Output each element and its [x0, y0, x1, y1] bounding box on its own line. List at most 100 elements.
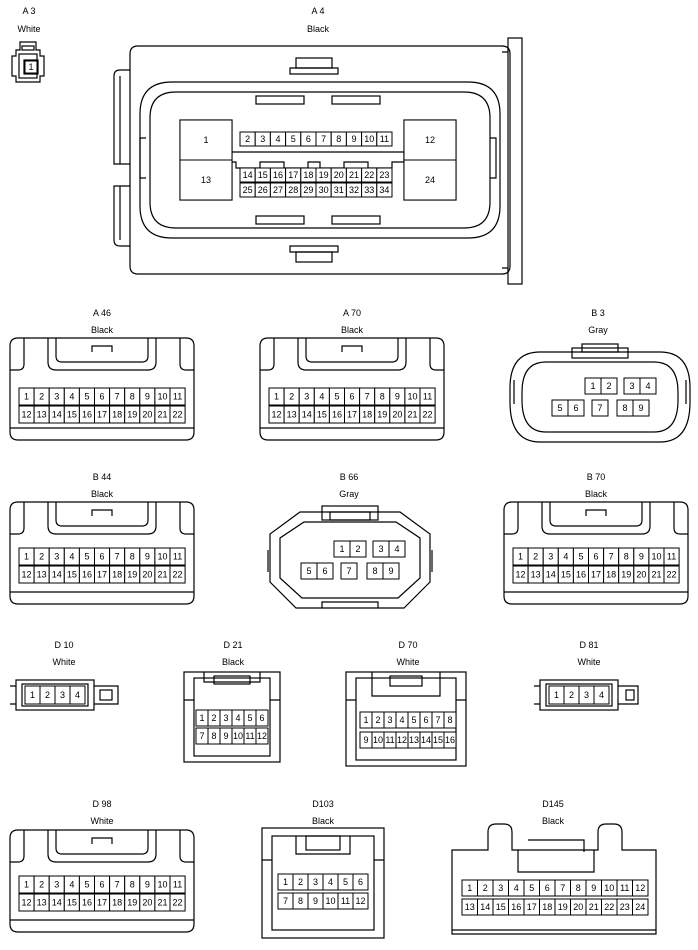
b70-pin-8-label: 8	[624, 552, 629, 562]
b66-pin-6-cell	[316, 562, 334, 580]
d70-pin-9-label: 9	[363, 735, 368, 745]
connector-a70-id: A 70	[342, 308, 362, 318]
b44-pin-15-label: 15	[67, 570, 77, 580]
d145-pin-17-label: 17	[527, 902, 537, 912]
d70-pin-11-label: 11	[385, 735, 394, 745]
d10-pin-4-label: 4	[75, 690, 80, 700]
d70-pin-1-label: 1	[363, 715, 368, 725]
b44-pin-1-label: 1	[24, 552, 29, 562]
d21-pin-12-cell	[255, 727, 269, 745]
d81-pin-4-label: 4	[599, 690, 604, 700]
connector-a46-color: Black	[90, 325, 113, 335]
b3-pin-8-label: 8	[622, 403, 627, 413]
d145-pin-11-label: 11	[620, 883, 629, 893]
b44-pin-10-label: 10	[157, 552, 167, 562]
a70-pin-13-label: 13	[287, 410, 297, 420]
a4-pin-13-label: 13	[201, 175, 211, 185]
a70-pin-2-label: 2	[289, 392, 294, 402]
d10-pin-2-label: 2	[45, 690, 50, 700]
d98-pin-10-label: 10	[157, 880, 167, 890]
connector-a4-id: A 4	[311, 6, 325, 16]
connector-d103-id: D103	[312, 799, 334, 809]
a4-pin-33-label: 33	[364, 185, 374, 195]
a70-pin-22-label: 22	[423, 410, 433, 420]
a46-pin-3-label: 3	[54, 392, 59, 402]
d145-pin-3-label: 3	[498, 883, 503, 893]
d98-pin-2-label: 2	[39, 880, 44, 890]
d81-pin-1-label: 1	[554, 690, 559, 700]
a4-pin-32-label: 32	[349, 185, 359, 195]
d145-pin-23-label: 23	[620, 902, 630, 912]
d70-pin-10-label: 10	[373, 735, 383, 745]
a46-pin-7-label: 7	[115, 392, 120, 402]
a46-pin-6-label: 6	[100, 392, 105, 402]
a46-pin-20-label: 20	[142, 410, 152, 420]
connector-d10-body	[10, 679, 119, 711]
d98-pin-19-label: 19	[127, 898, 137, 908]
a46-pin-4-label: 4	[69, 392, 74, 402]
b70-pin-18-label: 18	[606, 570, 616, 580]
a4-pin-15-label: 15	[258, 170, 268, 180]
d103-pin-9-label: 9	[313, 896, 318, 906]
a4-pin-26-label: 26	[258, 185, 268, 195]
connector-a4-color: Black	[306, 24, 329, 34]
a3-pin-1-cell	[24, 60, 38, 74]
a46-pin-19-label: 19	[127, 410, 137, 420]
a70-pin-5-label: 5	[334, 392, 339, 402]
connector-b44-color: Black	[90, 489, 113, 499]
b66-pin-8-label: 8	[372, 566, 377, 576]
d98-pin-15-label: 15	[67, 898, 77, 908]
d21-pin-2-label: 2	[211, 713, 216, 723]
b44-pin-22-label: 22	[173, 570, 183, 580]
a46-pin-9-label: 9	[145, 392, 150, 402]
connector-d10-id: D 10	[54, 640, 74, 650]
a70-pin-21-label: 21	[407, 410, 417, 420]
d103-pin-5-label: 5	[343, 877, 348, 887]
b70-pin-14-label: 14	[546, 570, 556, 580]
d145-pin-10-label: 10	[604, 883, 614, 893]
b44-pin-11-label: 11	[173, 552, 182, 562]
connector-b44-body	[9, 501, 195, 605]
connector-a70-color: Black	[340, 325, 363, 335]
d98-pin-4-label: 4	[69, 880, 74, 890]
d145-pin-15-label: 15	[496, 902, 506, 912]
a70-pin-16-label: 16	[332, 410, 342, 420]
b44-pin-3-label: 3	[54, 552, 59, 562]
b44-pin-12-label: 12	[22, 570, 32, 580]
d10-pin-4-cell	[69, 685, 86, 705]
a70-pin-3-label: 3	[304, 392, 309, 402]
d145-pin-20-label: 20	[573, 902, 583, 912]
a70-pin-15-label: 15	[317, 410, 327, 420]
d103-pin-8-label: 8	[298, 896, 303, 906]
d103-pin-1-label: 1	[283, 877, 288, 887]
b66-pin-9-label: 9	[388, 566, 393, 576]
a4-pin-25-label: 25	[243, 185, 253, 195]
a70-pin-6-label: 6	[350, 392, 355, 402]
connector-a3-id: A 3	[22, 6, 36, 16]
b3-pin-7-label: 7	[597, 403, 602, 413]
a46-pin-2-label: 2	[39, 392, 44, 402]
a70-pin-7-label: 7	[365, 392, 370, 402]
d21-pin-10-label: 10	[233, 731, 243, 741]
d145-pin-6-label: 6	[545, 883, 550, 893]
connector-a4-body	[113, 37, 523, 285]
connector-d70-body	[345, 671, 467, 767]
b3-pin-2-label: 2	[606, 381, 611, 391]
a46-pin-13-label: 13	[37, 410, 47, 420]
d81-pin-3-label: 3	[584, 690, 589, 700]
d145-pin-24-label: 24	[635, 902, 645, 912]
connector-a70-body	[259, 337, 445, 441]
connector-a46-body	[9, 337, 195, 441]
d103-pin-12-label: 12	[355, 896, 365, 906]
a4-pin-24-label: 24	[425, 175, 435, 185]
a4-pin-13-cell	[179, 159, 233, 201]
d145-pin-14-label: 14	[480, 902, 490, 912]
b44-pin-17-label: 17	[97, 570, 107, 580]
connector-d98-color: White	[90, 816, 114, 826]
b3-pin-7-cell	[591, 399, 609, 417]
a70-pin-1-label: 1	[274, 392, 279, 402]
a4-pin-29-label: 29	[303, 185, 313, 195]
a46-pin-12-label: 12	[22, 410, 32, 420]
d21-pin-9-label: 9	[223, 731, 228, 741]
